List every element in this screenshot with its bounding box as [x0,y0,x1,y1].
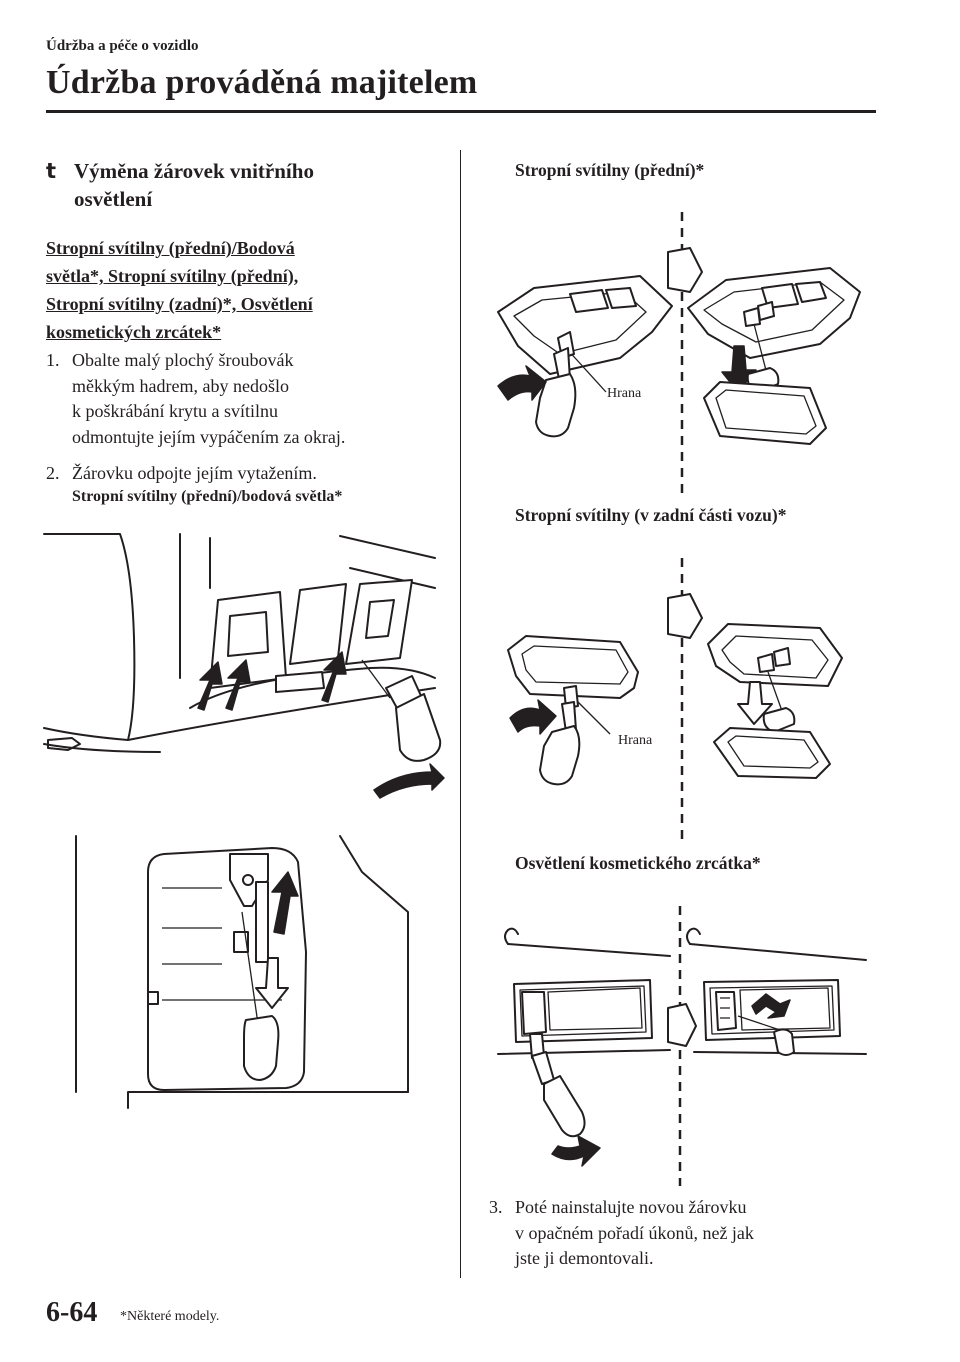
page-title: Údržba prováděná majitelem [46,64,478,101]
step-number: 1. [46,350,60,370]
step-line: měkkým hadrem, aby nedošlo [72,375,289,396]
edge-label: Hrana [618,733,653,748]
page-number: 6-64 [46,1297,98,1328]
section-heading: t Výměna žárovek vnitřního osvětlení [46,157,446,213]
column-divider [460,150,461,1278]
figure-caption-front: Stropní svítilny (přední)* [515,160,705,180]
front-lamp-removal-illustration [497,212,861,496]
vanity-mirror-lamp-illustration [497,906,867,1186]
edge-label: Hrana [607,386,642,401]
step-3: 3. Poté nainstalujte novou žárovku v opa… [489,1195,889,1272]
rear-lamp-removal-illustration [507,558,843,842]
front-lamp-bulb-closeup [75,835,409,1109]
subheading-line: kosmetických zrcátek* [46,322,222,342]
step-line: jste ji demontovali. [515,1248,654,1268]
figure-caption-vanity: Osvětlení kosmetického zrcátka* [515,853,761,873]
step-1: 1. Obalte malý plochý šroubovák měkkým h… [46,348,446,450]
subheading-line: Stropní svítilny (zadní)*, Osvětlení [46,294,313,314]
front-map-lamp-illustration [43,533,445,799]
step-line: odmontujte jejím vypáčením za okraj. [72,426,346,447]
breadcrumb: Údržba a péče o vozidlo [46,38,199,54]
subheading: Stropní svítilny (přední)/Bodová světla*… [46,234,446,346]
step-number: 3. [489,1197,503,1217]
section-marker-icon: t [46,159,57,183]
subheading-line: Stropní svítilny (přední)/Bodová [46,238,295,258]
title-rule [46,110,876,113]
step-number: 2. [46,463,60,483]
figure-caption-front-spot: Stropní svítilny (přední)/bodová světla* [72,488,343,505]
step-line: k poškrábání krytu a svítilnu [72,401,278,421]
figure-caption-rear: Stropní svítilny (v zadní části vozu)* [515,505,787,525]
step-line: Obalte malý plochý šroubovák [72,350,294,370]
footnote: *Některé modely. [120,1309,220,1324]
subheading-line: světla*, Stropní svítilny (přední), [46,266,299,286]
step-line: Poté nainstalujte novou žárovku [515,1197,747,1217]
step-line: v opačném pořadí úkonů, než jak [515,1222,754,1243]
step-2: 2. Žárovku odpojte jejím vytažením. [46,461,446,487]
section-heading-line-2: osvětlení [74,187,153,211]
step-line: Žárovku odpojte jejím vytažením. [72,463,317,483]
section-heading-line-1: Výměna žárovek vnitřního [74,159,314,183]
